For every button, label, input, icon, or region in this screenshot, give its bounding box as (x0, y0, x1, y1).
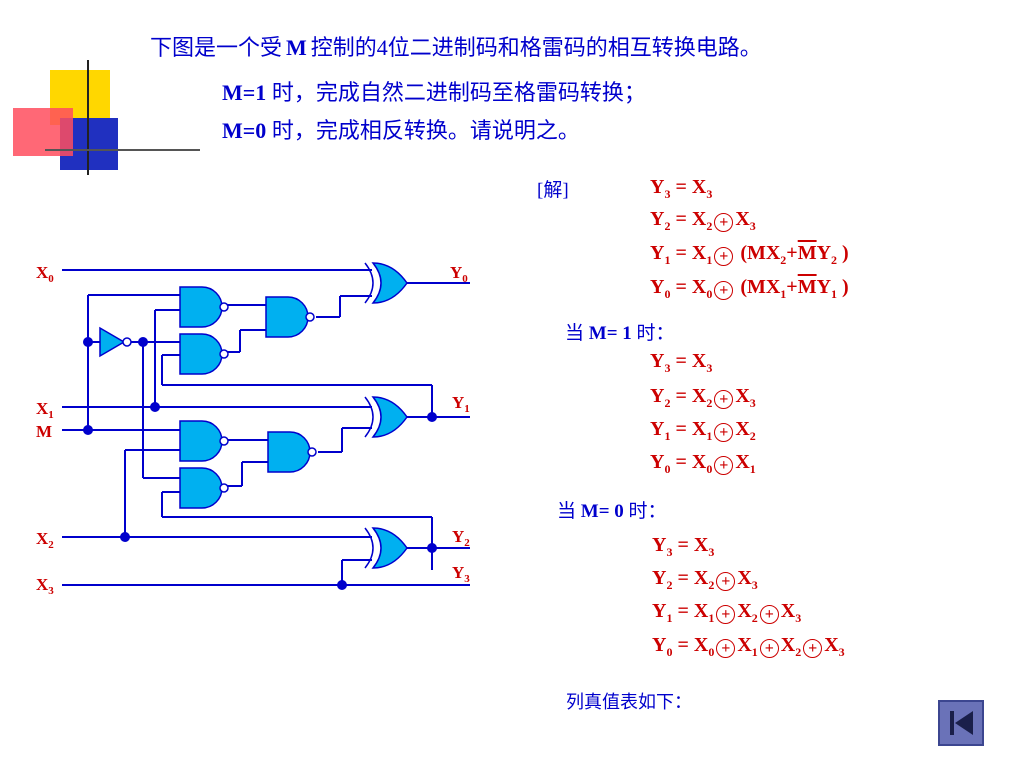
nand-gate (265, 296, 309, 338)
label-y1: Y1 (452, 393, 470, 415)
truth-table-note: 列真值表如下： (566, 692, 692, 712)
xor-symbol: + (714, 247, 734, 266)
eq-m1-y2: Y2 = X2+X3 (650, 385, 756, 410)
label-x3: X3 (36, 575, 54, 597)
solution-label: [解] (537, 180, 569, 201)
case-m1-label: 当 M= 1 时： (565, 323, 675, 344)
label-y0: Y0 (450, 263, 468, 285)
skip-to-start-icon (950, 711, 973, 735)
xor-symbol: + (714, 281, 734, 300)
xor-symbol: + (716, 572, 736, 591)
skip-to-start-button[interactable] (938, 700, 984, 746)
xor-symbol: + (714, 456, 734, 475)
xor-symbol: + (759, 639, 779, 658)
decorative-logo (13, 60, 200, 175)
title-line-2: M=1 时，完成自然二进制码至格雷码转换； (222, 80, 646, 105)
eq-m1-y1: Y1 = X1+X2 (650, 418, 756, 443)
eq-m0-y3: Y3 = X3 (652, 534, 715, 559)
label-m: M (36, 422, 52, 441)
xor-gate (364, 262, 408, 304)
circuit-diagram: X0 X1 M X2 X3 Y0 Y1 Y2 Y3 (36, 262, 470, 597)
eq-general-y0: Y0 = X0+ (MX1+MY1 ) (650, 276, 849, 301)
eq-m0-y1: Y1 = X1+X2+X3 (652, 600, 802, 625)
eq-m1-y3: Y3 = X3 (650, 350, 713, 375)
eq-m1-y0: Y0 = X0+X1 (650, 451, 756, 476)
title-line-3: M=0 时，完成相反转换。请说明之。 (222, 118, 580, 143)
inverter-gate (99, 326, 126, 358)
and-gate (179, 420, 223, 462)
and-gate (179, 333, 223, 375)
label-x2: X2 (36, 529, 54, 551)
xor-gate (364, 527, 408, 569)
xor-symbol: + (714, 423, 734, 442)
eq-general-y1: Y1 = X1+ (MX2+MY2 ) (650, 242, 849, 267)
and-gate (179, 467, 223, 509)
label-y2: Y2 (452, 527, 470, 549)
xor-symbol: + (716, 605, 736, 624)
label-x1: X1 (36, 399, 54, 421)
xor-symbol: + (803, 639, 823, 658)
xor-symbol: + (714, 390, 734, 409)
eq-m0-y0: Y0 = X0+X1+X2+X3 (652, 634, 845, 659)
xor-gate (364, 396, 408, 438)
xor-symbol: + (716, 639, 736, 658)
and-gate (179, 286, 223, 328)
eq-general-y2: Y2 = X2+X3 (650, 208, 756, 233)
nand-gate (267, 431, 311, 473)
eq-m0-y2: Y2 = X2+X3 (652, 567, 758, 592)
xor-symbol: + (759, 605, 779, 624)
label-x0: X0 (36, 263, 54, 285)
case-m0-label: 当 M= 0 时： (557, 501, 667, 522)
eq-general-y3: Y3 = X3 (650, 176, 713, 201)
xor-symbol: + (714, 213, 734, 232)
label-y3: Y3 (452, 563, 470, 585)
